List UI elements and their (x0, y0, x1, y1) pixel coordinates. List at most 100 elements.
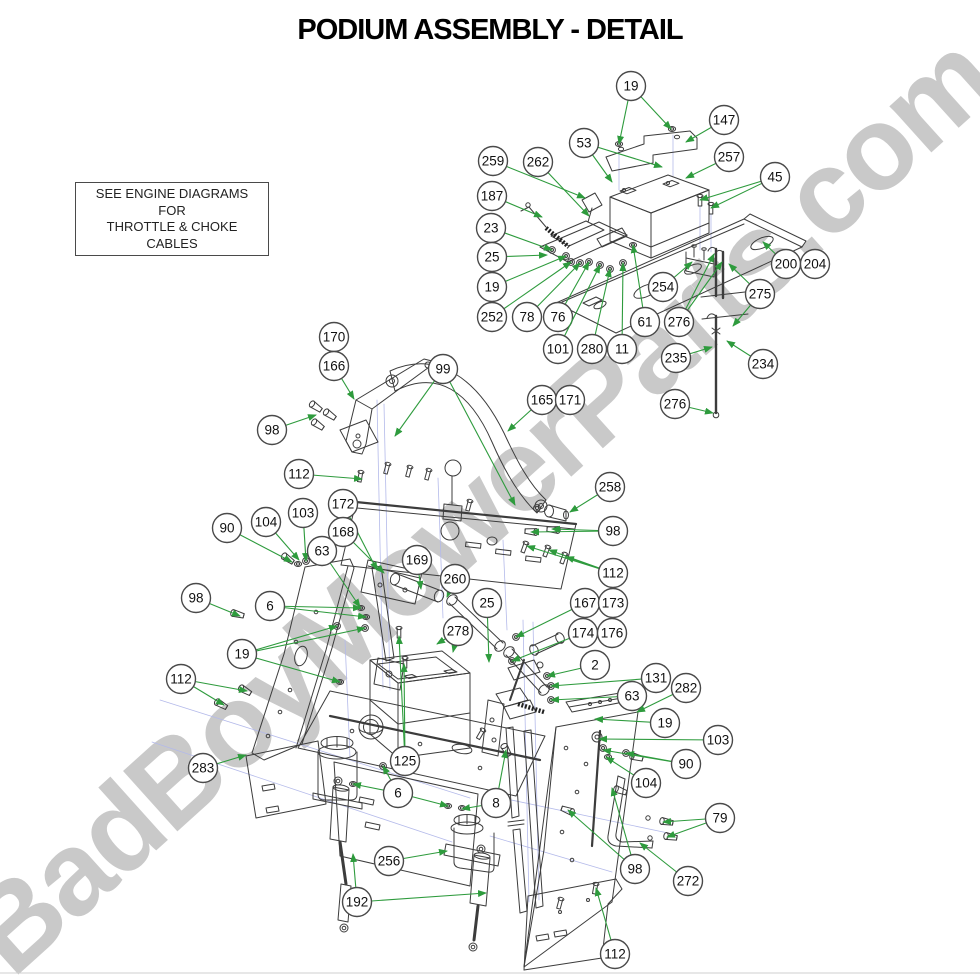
svg-text:283: 283 (192, 761, 215, 776)
battery-upper (609, 174, 710, 259)
callout-19: 19 (226, 624, 366, 684)
svg-text:2: 2 (591, 658, 599, 673)
svg-text:98: 98 (627, 862, 642, 877)
note-line-1: SEE ENGINE DIAGRAMS FOR (95, 186, 249, 218)
callout-252: 252 (476, 261, 572, 333)
callout-276: 276 (663, 253, 723, 338)
svg-text:272: 272 (677, 874, 700, 889)
svg-text:63: 63 (314, 544, 329, 559)
svg-text:276: 276 (668, 315, 691, 330)
callout-98: 98 (530, 515, 629, 547)
callout-112: 112 (594, 887, 631, 970)
callout-98: 98 (256, 414, 317, 446)
right-side-panel (523, 689, 645, 968)
callout-19: 19 (594, 707, 681, 739)
callout-170: 170 (318, 321, 350, 353)
callout-147: 147 (685, 104, 740, 143)
callout-167: 167 (515, 587, 601, 638)
callout-45: 45 (699, 161, 791, 209)
callout-174: 174 (511, 617, 599, 662)
svg-text:98: 98 (605, 524, 620, 539)
note-line-2: THROTTLE & CHOKE CABLES (106, 219, 238, 251)
callout-131: 131 (550, 662, 672, 694)
svg-text:99: 99 (435, 362, 450, 377)
svg-text:25: 25 (484, 250, 499, 265)
callout-204: 204 (799, 248, 831, 280)
svg-text:112: 112 (604, 947, 626, 962)
callout-103: 103 (598, 724, 734, 756)
lower-left-panels (245, 740, 479, 887)
callout-262: 262 (522, 146, 590, 217)
svg-text:166: 166 (323, 359, 346, 374)
svg-text:169: 169 (406, 553, 429, 568)
callout-125: 125 (389, 635, 421, 777)
svg-text:276: 276 (664, 397, 687, 412)
battery-hold-down-rods (700, 246, 749, 419)
control-panel (340, 459, 578, 590)
linkage-cluster (443, 632, 565, 811)
svg-text:256: 256 (378, 854, 401, 869)
svg-text:260: 260 (444, 572, 467, 587)
svg-text:11: 11 (615, 342, 629, 357)
reservoir-tank-left (312, 736, 363, 810)
callout-101: 101 (542, 264, 601, 365)
svg-text:78: 78 (519, 310, 534, 325)
svg-text:6: 6 (394, 786, 402, 801)
svg-text:23: 23 (483, 221, 498, 236)
svg-text:112: 112 (602, 566, 624, 581)
callout-280: 280 (576, 268, 612, 365)
callout-112: 112 (283, 458, 363, 490)
callout-8: 8 (461, 749, 512, 819)
callout-53: 53 (568, 127, 663, 183)
callout-257: 257 (685, 141, 745, 179)
diagonal-braces (505, 726, 544, 914)
callout-90: 90 (602, 747, 702, 780)
callout-168: 168 (327, 516, 385, 574)
svg-text:254: 254 (652, 280, 675, 295)
svg-text:275: 275 (749, 287, 772, 302)
svg-text:252: 252 (481, 310, 504, 325)
callout-234: 234 (726, 340, 779, 380)
callout-90: 90 (211, 512, 293, 563)
callout-63: 63 (550, 680, 648, 712)
svg-text:278: 278 (447, 624, 470, 639)
svg-text:63: 63 (624, 689, 639, 704)
reservoir-tank-center (443, 814, 501, 873)
svg-text:192: 192 (346, 895, 369, 910)
damper-right (468, 844, 491, 952)
callout-19: 19 (615, 70, 672, 145)
svg-text:176: 176 (601, 626, 624, 641)
svg-text:76: 76 (550, 310, 565, 325)
svg-text:257: 257 (718, 150, 741, 165)
callout-166: 166 (318, 350, 355, 400)
svg-text:204: 204 (804, 257, 827, 272)
callout-104: 104 (605, 756, 662, 799)
callout-283: 283 (187, 752, 247, 784)
svg-text:104: 104 (255, 515, 278, 530)
callout-2: 2 (546, 649, 611, 681)
svg-text:45: 45 (767, 170, 782, 185)
callout-6: 6 (254, 590, 367, 622)
callout-76: 76 (542, 261, 590, 333)
svg-text:125: 125 (394, 754, 417, 769)
svg-text:19: 19 (484, 280, 499, 295)
svg-text:131: 131 (645, 671, 668, 686)
svg-text:282: 282 (675, 681, 698, 696)
svg-text:200: 200 (775, 257, 798, 272)
callout-169: 169 (401, 544, 433, 590)
callout-61: 61 (629, 244, 661, 338)
battery-strap (605, 126, 698, 172)
svg-text:112: 112 (170, 672, 192, 687)
svg-text:101: 101 (547, 342, 570, 357)
callout-258: 258 (569, 471, 626, 513)
svg-text:104: 104 (635, 776, 658, 791)
callout-99: 99 (394, 353, 516, 506)
callout-272: 272 (639, 842, 704, 897)
callout-254: 254 (647, 261, 693, 303)
svg-text:172: 172 (332, 497, 355, 512)
svg-text:280: 280 (581, 342, 604, 357)
svg-text:61: 61 (637, 315, 652, 330)
callout-103: 103 (287, 497, 319, 562)
